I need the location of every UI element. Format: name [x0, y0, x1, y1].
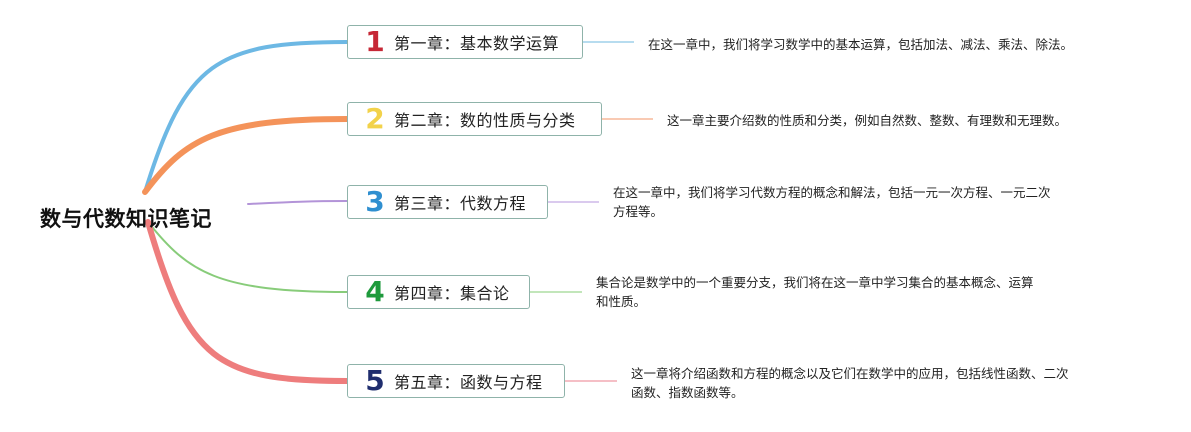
description-line: 这一章主要介绍数的性质和分类，例如自然数、整数、有理数和无理数。 — [667, 113, 1068, 128]
root-topic[interactable]: 数与代数知识笔记 — [40, 207, 212, 231]
description-line: 方程等。 — [613, 204, 664, 219]
chapter-number-4: 4 — [365, 275, 385, 308]
description-line: 这一章将介绍函数和方程的概念以及它们在数学中的应用，包括线性函数、二次 — [631, 366, 1069, 381]
branch-line-4 — [147, 221, 348, 293]
chapter-number-3: 3 — [365, 185, 385, 218]
chapter-title-3: 第三章：代数方程 — [394, 194, 527, 213]
branch-line-1 — [143, 40, 349, 194]
chapter-title-5: 第五章：函数与方程 — [394, 373, 543, 392]
chapter-description-4[interactable]: 集合论是数学中的一个重要分支，我们将在这一章中学习集合的基本概念、运算和性质。 — [596, 273, 1034, 311]
chapter-node-4[interactable]: 4 第四章：集合论 — [347, 275, 530, 309]
description-line: 函数、指数函数等。 — [631, 385, 744, 400]
chapter-node-1[interactable]: 1 第一章：基本数学运算 — [347, 25, 583, 59]
description-line: 和性质。 — [596, 294, 647, 309]
chapter-title-1: 第一章：基本数学运算 — [394, 34, 560, 53]
chapter-description-1[interactable]: 在这一章中，我们将学习数学中的基本运算，包括加法、减法、乘法、除法。 — [648, 35, 1073, 54]
chapter-description-5[interactable]: 这一章将介绍函数和方程的概念以及它们在数学中的应用，包括线性函数、二次函数、指数… — [631, 364, 1069, 402]
chapter-description-3[interactable]: 在这一章中，我们将学习代数方程的概念和解法，包括一元一次方程、一元二次方程等。 — [613, 183, 1051, 221]
description-line: 在这一章中，我们将学习代数方程的概念和解法，包括一元一次方程、一元二次 — [613, 185, 1051, 200]
chapter-node-5[interactable]: 5 第五章：函数与方程 — [347, 364, 565, 398]
description-line: 在这一章中，我们将学习数学中的基本运算，包括加法、减法、乘法、除法。 — [648, 37, 1074, 52]
branch-line-5 — [145, 219, 350, 384]
branch-line-2 — [142, 116, 350, 195]
chapter-description-2[interactable]: 这一章主要介绍数的性质和分类，例如自然数、整数、有理数和无理数。 — [667, 111, 1067, 130]
chapter-node-2[interactable]: 2 第二章：数的性质与分类 — [347, 102, 602, 136]
chapter-title-4: 第四章：集合论 — [394, 284, 510, 303]
description-line: 集合论是数学中的一个重要分支，我们将在这一章中学习集合的基本概念、运算 — [596, 275, 1034, 290]
chapter-node-3[interactable]: 3 第三章：代数方程 — [347, 185, 548, 219]
chapter-number-1: 1 — [365, 25, 385, 58]
chapter-number-5: 5 — [365, 364, 385, 397]
branch-line-3 — [247, 200, 348, 205]
chapter-number-2: 2 — [365, 102, 385, 135]
chapter-title-2: 第二章：数的性质与分类 — [394, 111, 576, 130]
